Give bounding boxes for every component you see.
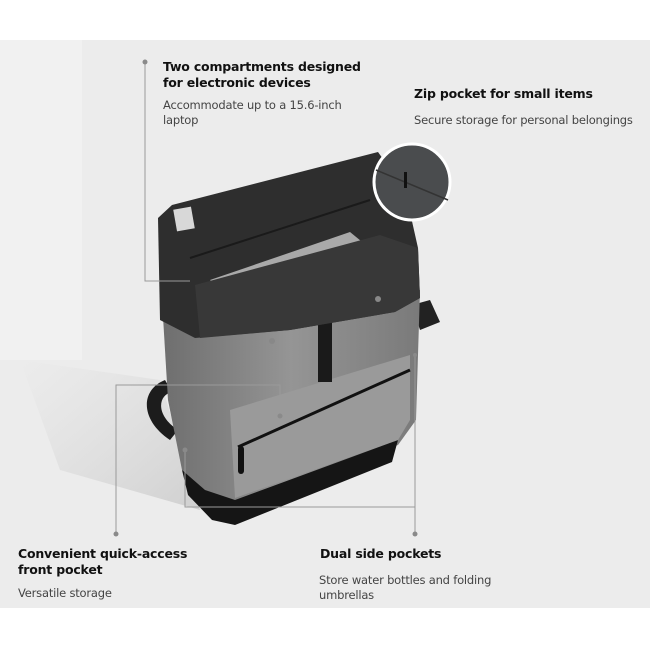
zip-pocket-detail-circle <box>372 142 452 222</box>
callout-desc-compartments: Accommodate up to a 15.6-inch laptop <box>163 98 342 127</box>
snap-button <box>375 296 381 302</box>
shoulder-strap <box>146 380 178 440</box>
callout-title-zip-pocket: Zip pocket for small items <box>414 86 593 101</box>
snap-button <box>269 338 275 344</box>
zip-pocket-pull <box>404 172 407 188</box>
front-strap <box>318 312 332 382</box>
bag-base <box>182 440 398 525</box>
background-panel <box>0 40 82 360</box>
inner-zipper <box>189 199 371 259</box>
front-pocket-zipper <box>237 368 411 449</box>
brand-label <box>173 206 195 232</box>
callout-desc-front-pocket: Versatile storage <box>18 586 112 600</box>
leader-lines <box>115 62 416 532</box>
zip-pocket-zipper <box>375 169 449 201</box>
leader-dots <box>113 59 418 537</box>
callout-desc-side-pockets: Store water bottles and folding umbrella… <box>319 573 492 602</box>
zipper-pull <box>238 446 244 474</box>
callout-title-compartments: Two compartments designed for electronic… <box>163 59 361 90</box>
callout-title-side-pockets: Dual side pockets <box>320 546 442 561</box>
bag-flap-fold <box>195 235 420 338</box>
callout-title-front-pocket: Convenient quick-access front pocket <box>18 546 188 577</box>
callout-desc-zip-pocket: Secure storage for personal belongings <box>414 113 633 127</box>
